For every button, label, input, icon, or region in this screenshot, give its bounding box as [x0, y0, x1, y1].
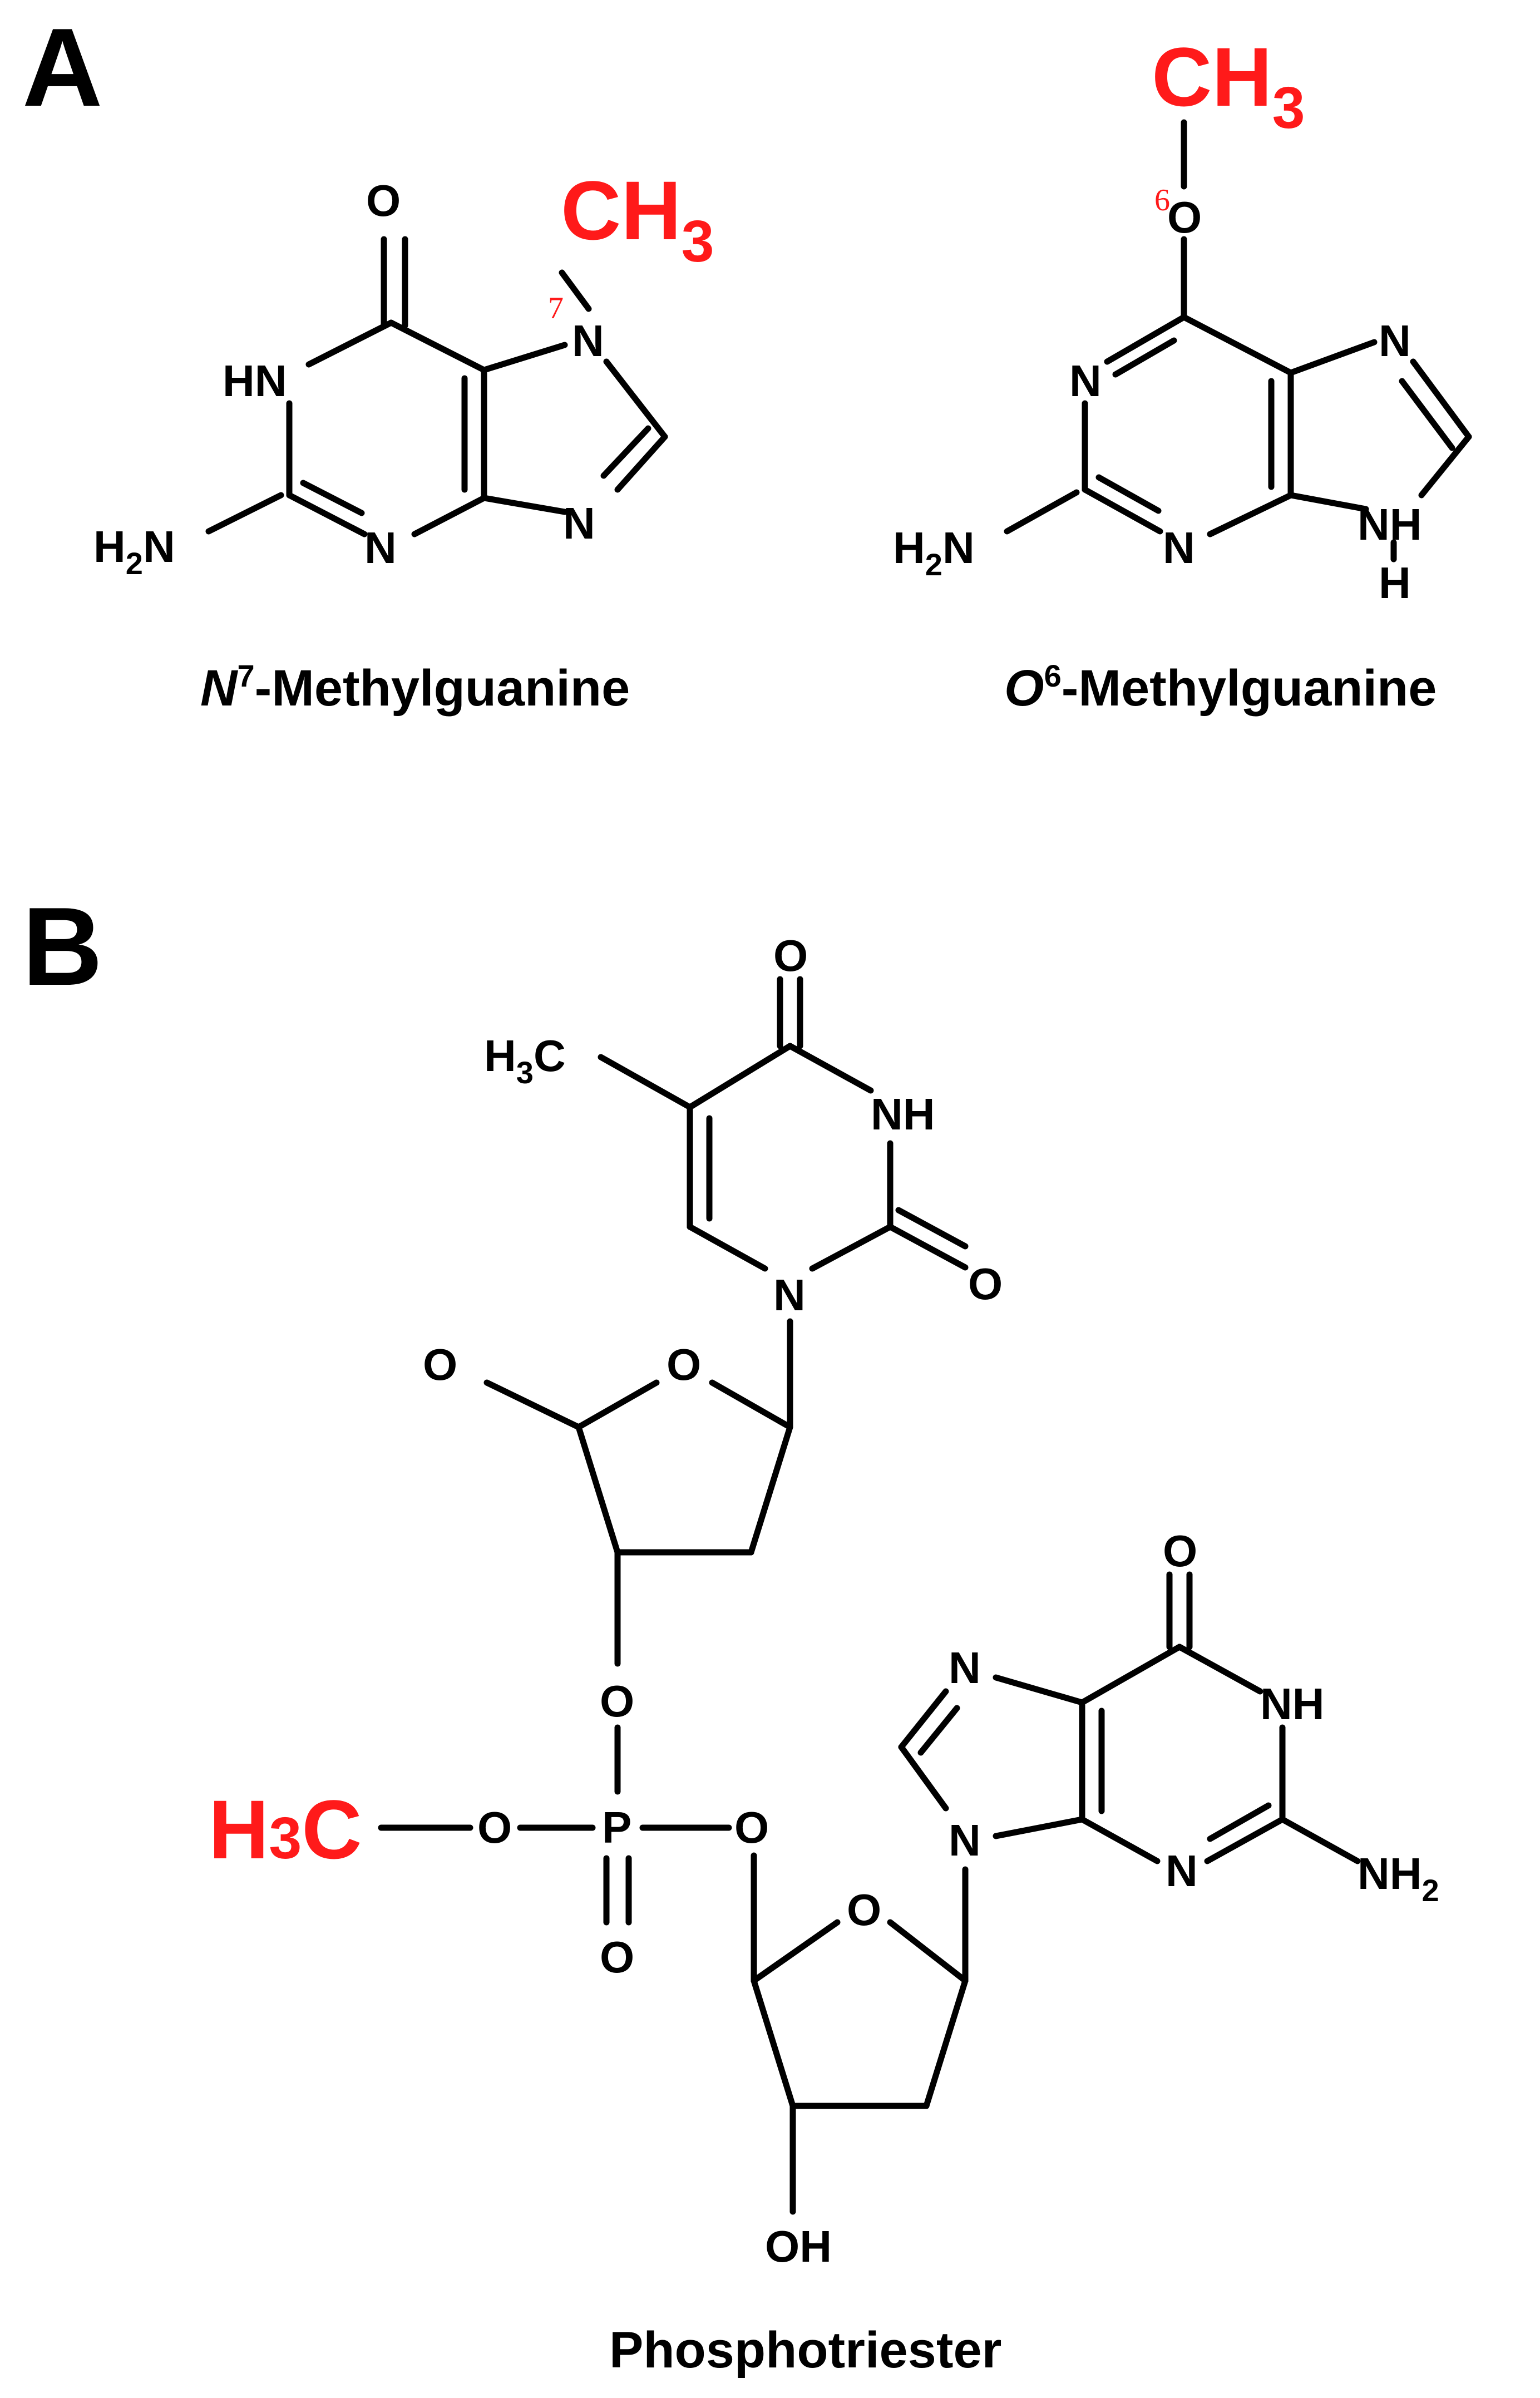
sugar2-atom-o-ring: O [847, 1885, 881, 1935]
n7-methyl-group: CH3 [561, 164, 714, 274]
thy-bond-c4-n3 [787, 1043, 874, 1094]
sugar2-atom-oh: OH [765, 2222, 832, 2271]
gua-bond-c2-n3 [1204, 1816, 1286, 1864]
n7-bond-n7-methyl [559, 269, 592, 312]
gua-atom-n3: N [1166, 1846, 1198, 1896]
panel-label-a: A [22, 6, 102, 130]
sugar2-bond-c3-c1 [923, 1977, 969, 2109]
n7-position-label: 7 [548, 291, 564, 325]
n7-atom-n9: N [563, 499, 595, 548]
sugar2-bond-o-c1 [887, 1919, 969, 1984]
sugar1-atom-o-ring: O [667, 1340, 701, 1389]
o6-methylguanine-structure: 6 O N N N NH H H2N CH3 [893, 30, 1472, 608]
o6-atom-n1: N [1069, 356, 1102, 406]
phos-atom-o-left: O [477, 1803, 512, 1852]
n7-atom-oxygen: O [366, 176, 401, 225]
sugar1-bond-o-c4 [575, 1379, 660, 1430]
n7-bond-c5-n7 [481, 342, 568, 373]
sugar1-atom-o5: O [423, 1340, 457, 1389]
gua-atom-o6: O [1163, 1526, 1197, 1576]
o6-bond-n9-c4 [1287, 492, 1369, 512]
thy-atom-h3c: H3C [484, 1031, 566, 1090]
o6-atom-n7: N [1379, 316, 1411, 366]
n7-caption: N7-Methylguanine [200, 658, 630, 717]
o6-bond-n7-c8-double [1399, 378, 1455, 451]
gua-bond-c2-n3-double [1207, 1802, 1272, 1842]
phos-atom-p: P [602, 1803, 631, 1852]
n7-atom-h2n: H2N [93, 522, 175, 581]
n7-bond-c6-n1 [305, 319, 394, 368]
gua-atom-nh2: NH2 [1358, 1849, 1439, 1908]
o6-bond-c8-n9 [1418, 433, 1472, 499]
n7-bond-n3-c4 [411, 495, 487, 537]
panel-label-b: B [22, 885, 102, 1009]
n7-bond-c2-n3-double [300, 480, 365, 516]
o6-bond-c6-c5 [1181, 314, 1294, 376]
o6-bond-c6-n1 [1104, 314, 1187, 365]
gua-bond-n9-c8 [898, 1744, 949, 1812]
gua-bond-c8-n7-double [917, 1705, 960, 1756]
gua-bond-c2-nh2 [1279, 1816, 1361, 1864]
thy-atom-n1: N [773, 1270, 806, 1320]
o6-methyl-group: CH3 [1152, 30, 1305, 141]
n7-bond-c2-n3 [286, 492, 368, 537]
phosphotriester-caption: Phosphotriester [609, 2322, 1001, 2379]
o6-bond-c2-n3 [1082, 486, 1163, 535]
sugar2-bond-c5-c4 [751, 1977, 796, 2109]
gua-bond-c4-n9 [993, 1816, 1085, 1839]
o6-bond-c2-nh2 [1004, 489, 1080, 535]
o6-atom-oxygen: O [1167, 193, 1202, 242]
o6-bond-n3-c4 [1207, 492, 1294, 537]
thy-bond-c2-o [887, 1223, 969, 1271]
o6-caption: O6-Methylguanine [1004, 658, 1437, 717]
thy-atom-o2: O [968, 1259, 1003, 1309]
sugar1-atom-o3: O [600, 1676, 634, 1726]
gua-bond-c5-c6 [1079, 1644, 1183, 1706]
n7-atom-n3: N [364, 523, 397, 573]
phos-atom-o-right: O [734, 1803, 769, 1852]
o6-bond-c2-n3-double [1095, 474, 1162, 514]
o6-bond-c5-n7 [1287, 339, 1378, 376]
gua-bond-n3-c4 [1079, 1816, 1161, 1864]
sugar1-bond-c4-o5 [483, 1379, 582, 1430]
sugar1-bond-c2-c1 [748, 1424, 793, 1556]
o6-atom-nh: NH [1358, 500, 1422, 549]
n7-methylguanine-structure: O HN N N N H2N 7 CH3 [93, 164, 714, 581]
sugar2-bond-c5-o [751, 1919, 841, 1984]
thy-bond-c2-o-double [895, 1207, 969, 1250]
n7-bond-n7-c8 [603, 358, 668, 440]
n7-bond-c8-n9-double [600, 425, 651, 479]
o6-position-label: 6 [1154, 183, 1170, 218]
phosphotriester-structure: O NH O N H3C O O O P O O O H3C O OH N N … [209, 931, 1439, 2271]
n7-atom-n7: N [572, 316, 604, 366]
thy-bond-c6-n1 [687, 1223, 768, 1272]
n7-atom-hn: HN [223, 356, 287, 406]
gua-atom-nh: NH [1260, 1679, 1325, 1729]
o6-atom-h2n: H2N [893, 523, 975, 582]
thy-bond-n1-c2 [809, 1223, 894, 1272]
n7-bond-c8-n9 [614, 433, 668, 493]
o6-atom-h: H [1379, 558, 1411, 608]
sugar1-bond-c4-c3 [575, 1424, 621, 1556]
sugar1-bond-c1-o [709, 1379, 793, 1430]
thy-bond-c5-methyl [598, 1054, 693, 1111]
thy-bond-c4-c5 [687, 1043, 793, 1111]
gua-bond-c8-n7 [898, 1688, 949, 1750]
o6-bond-c6-n1-double [1112, 337, 1177, 378]
gua-bond-n7-c5 [993, 1674, 1085, 1706]
thy-atom-o4: O [773, 931, 808, 980]
n7-bond-n9-c4 [481, 495, 568, 515]
phos-atom-o-down: O [600, 1932, 634, 1982]
o6-bond-n7-c8 [1410, 358, 1472, 440]
gua-bond-c6-n1 [1176, 1644, 1263, 1695]
gua-atom-n7: N [949, 1643, 981, 1693]
phos-methyl-group: H3C [209, 1783, 362, 1876]
n7-bond-c2-nh2 [205, 492, 284, 535]
n7-bond-c6-c5 [388, 319, 487, 373]
gua-atom-n9: N [949, 1815, 981, 1865]
thy-atom-nh: NH [871, 1089, 935, 1139]
o6-atom-n3: N [1163, 523, 1195, 573]
